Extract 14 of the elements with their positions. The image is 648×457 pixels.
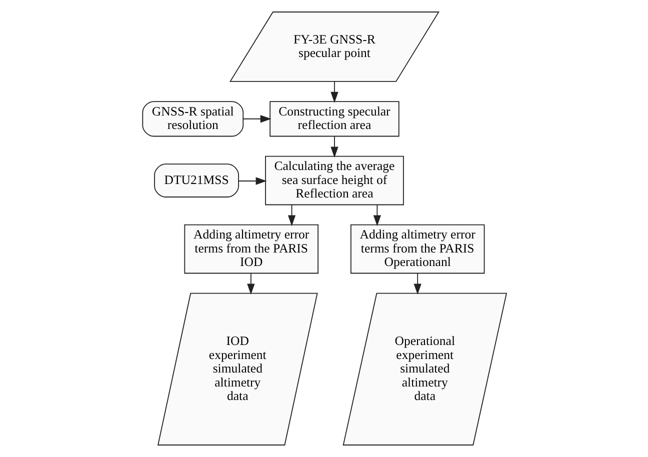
arrow (372, 204, 381, 226)
node-box: Adding altimetry error terms from the PARIS Operationanl (350, 224, 484, 274)
arrow (238, 177, 266, 185)
node-box: Calculating the average sea surface height of Reflection area (264, 156, 404, 206)
arrow (413, 272, 421, 295)
node-box: Constructing specular reflection area (269, 101, 399, 137)
arrow (330, 136, 338, 158)
arrow (242, 115, 271, 123)
arrow (330, 81, 338, 103)
arrow (246, 272, 254, 295)
node-box: GNSS-R spatial resolution (142, 101, 244, 137)
node-box: Adding altimetry error terms from the PARIS IOD (184, 224, 318, 274)
arrow (287, 204, 296, 226)
node-box: DTU21MSS (154, 164, 239, 198)
